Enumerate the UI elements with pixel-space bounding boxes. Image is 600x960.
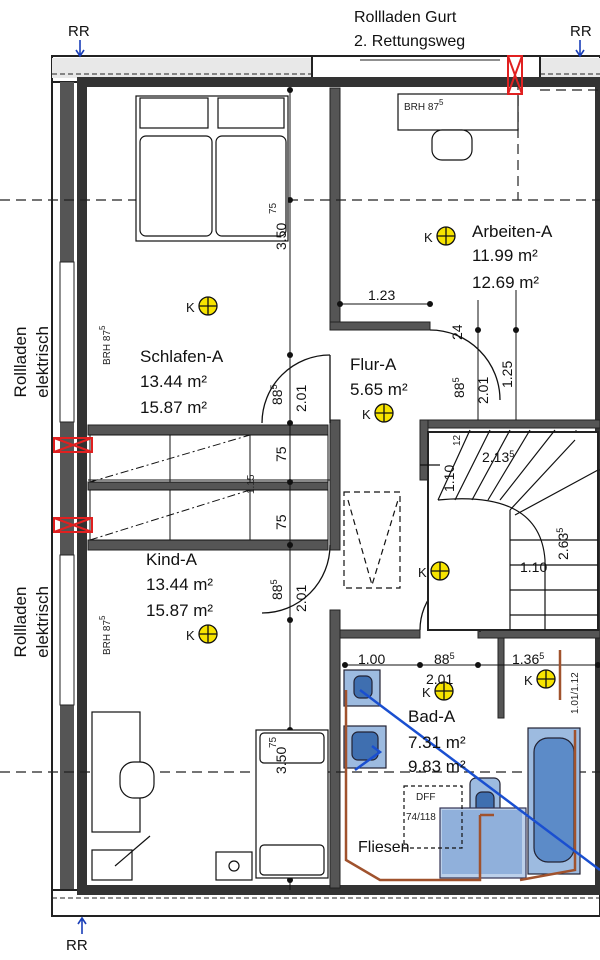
dim-2-01-bad: 2.01 (426, 671, 453, 687)
room-area2-arbeiten: 12.69 m² (472, 273, 539, 292)
k-label-bad: K (422, 685, 431, 700)
room-area2-kind: 15.87 m² (146, 601, 213, 620)
dff-label: DFF (416, 792, 435, 803)
brh-schlafen: BRH 875 (98, 325, 113, 365)
dim-75-bed-top: 75 (268, 202, 279, 214)
rollladen-gurt-label: Rollladen Gurt (354, 9, 457, 26)
lamp-symbols (198, 226, 556, 701)
room-area1-flur: 5.65 m² (350, 380, 408, 399)
dim-1-10-stair-bottom: 1.10 (520, 559, 547, 575)
room-name-schlafen: Schlafen-A (140, 347, 224, 366)
dim-1-00: 1.00 (358, 651, 385, 667)
room-name-bad: Bad-A (408, 707, 456, 726)
dim-2-01-kind: 2.01 (293, 585, 309, 612)
room-name-arbeiten: Arbeiten-A (472, 222, 553, 241)
lamp-kind-icon (198, 624, 218, 644)
room-area1-arbeiten: 11.99 m² (472, 246, 538, 265)
dim-2-01-schlafen: 2.01 (293, 385, 309, 412)
dim-1-23: 1.23 (368, 287, 395, 303)
k-label-kind: K (186, 628, 195, 643)
rr-arrows (75, 40, 585, 934)
lamp-stair-icon (430, 561, 450, 581)
outer-walls (51, 55, 600, 917)
rr-bottom-left-label: RR (66, 937, 88, 954)
room-area1-kind: 13.44 m² (146, 575, 213, 594)
dim-88-kind: 885 (269, 579, 285, 600)
dim-75-lower: 75 (273, 514, 289, 530)
brh-kind: BRH 875 (98, 615, 113, 655)
rr-top-left-label: RR (68, 23, 90, 40)
room-name-flur: Flur-A (350, 355, 397, 374)
lamp-arbeiten-icon (436, 226, 456, 246)
room-area1-bad: 7.31 m² (408, 733, 466, 752)
lamp-bad-icon (434, 681, 454, 701)
k-label-bad-right: K (524, 673, 533, 688)
room-area2-schlafen: 15.87 m² (140, 398, 207, 417)
interior-walls (87, 87, 600, 889)
dim-24: 24 (449, 324, 465, 340)
dim-88-bad: 885 (434, 651, 455, 667)
dim-2-63: 2.635 (555, 528, 571, 560)
blue-line (354, 689, 600, 871)
void-shaft (343, 491, 401, 589)
side-label-lower-2: elektrisch (33, 586, 52, 658)
staircase (420, 429, 599, 631)
room-name-kind: Kind-A (146, 550, 198, 569)
room-area1-schlafen: 13.44 m² (140, 372, 207, 391)
brh-arbeiten: BRH 875 (404, 98, 444, 113)
k-label-schlafen: K (186, 300, 195, 315)
dim-1-15: 1.15 (246, 474, 257, 494)
dim-12: 12 (452, 434, 463, 446)
dim-3-50-bottom: 3.50 (273, 747, 289, 774)
pipes (344, 650, 577, 882)
dim-1-25: 1.25 (499, 361, 515, 388)
room-area2-bad: 9.83 m² (408, 757, 466, 776)
dim-2-01-flur-right: 2.01 (475, 377, 491, 404)
lamp-bad-right-icon (536, 669, 556, 689)
dim-3-50-top: 3.50 (273, 223, 289, 250)
lamp-flur-icon (374, 403, 394, 423)
dim-75-upper: 75 (273, 446, 289, 462)
dim-88-flur-right: 885 (451, 377, 467, 398)
lamp-schlafen-icon (198, 296, 218, 316)
dim-75-bed-bottom: 75 (268, 736, 279, 748)
dim-1-36: 1.365 (512, 651, 544, 667)
closets (89, 434, 329, 541)
dim-1-10-stair-top: 1.10 (441, 465, 457, 492)
dim-88-schlafen: 885 (269, 384, 285, 405)
side-label-lower-1: Rollladen (11, 587, 30, 658)
dim-1-01-1-12: 1.01/1.12 (570, 672, 581, 714)
k-label-flur: K (362, 407, 371, 422)
rr-top-right-label: RR (570, 23, 592, 40)
dim-2-13: 2.135 (482, 449, 514, 465)
k-label-arbeiten: K (424, 230, 433, 245)
k-label-stair: K (418, 565, 427, 580)
rettungsweg-label: 2. Rettungsweg (354, 33, 465, 50)
dff-roof-window (403, 785, 463, 849)
side-label-upper-1: Rollladen (11, 327, 30, 398)
furniture (91, 93, 519, 881)
dff-size-label: 74/118 (406, 812, 436, 823)
window-markers (53, 55, 523, 533)
side-label-upper-2: elektrisch (33, 326, 52, 398)
fliesen-label: Fliesen (358, 839, 410, 856)
